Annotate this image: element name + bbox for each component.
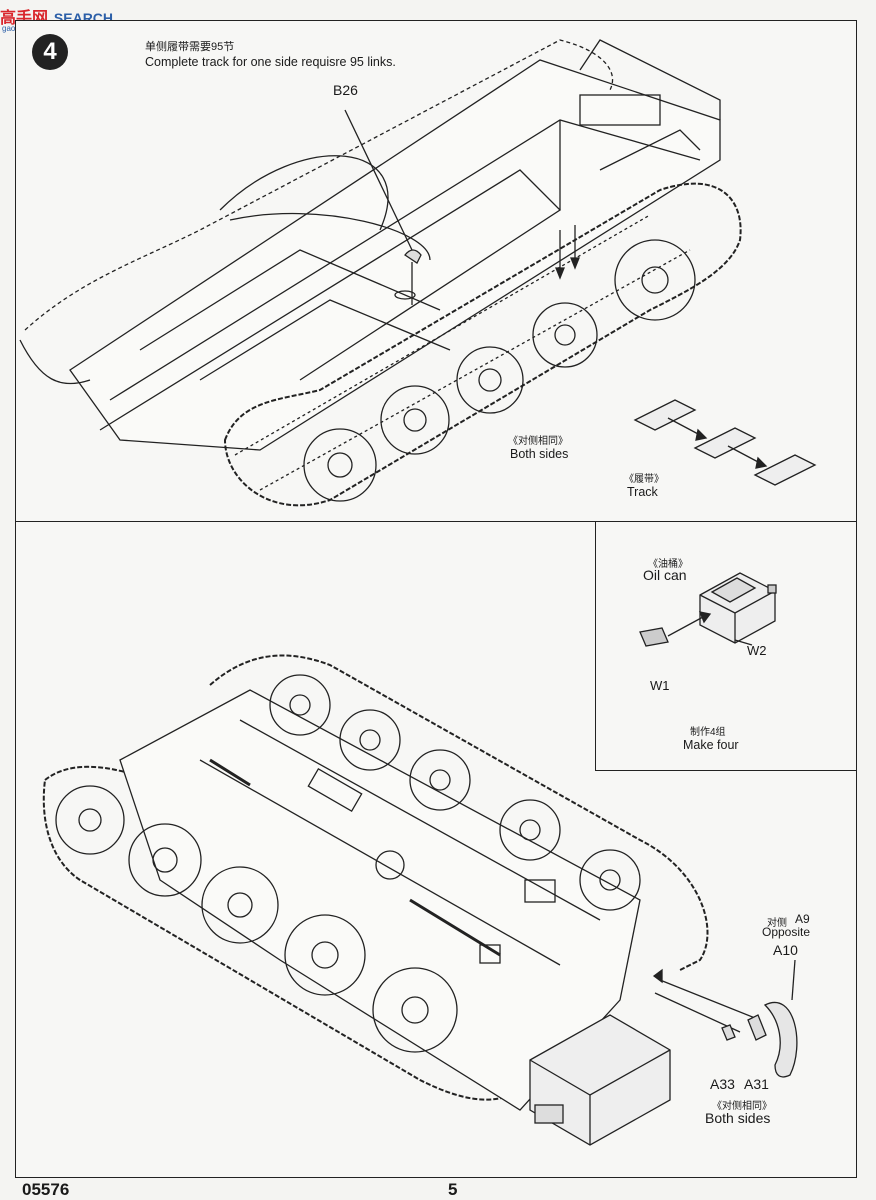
road-wheel	[614, 239, 696, 321]
road-wheel	[128, 823, 202, 897]
road-wheel	[201, 866, 279, 944]
both-sides-top-cn: 《对侧相同》	[508, 436, 568, 447]
part-label-b26: B26	[333, 82, 358, 98]
oil-can-inset	[595, 521, 857, 771]
road-wheel	[532, 302, 598, 368]
part-label-a9: A9	[795, 912, 810, 926]
road-wheel	[284, 914, 366, 996]
part-label-w2: W2	[747, 643, 767, 658]
oil-can-title-en: Oil can	[643, 567, 687, 583]
oil-can-title-cn: 《油桶》	[648, 559, 688, 570]
road-wheel	[55, 785, 125, 855]
step-number: 4	[43, 38, 57, 65]
upper-track	[209, 654, 709, 971]
both-sides-bottom-cn: 《对侧相同》	[712, 1101, 772, 1112]
make-four-en: Make four	[683, 738, 739, 752]
track-label-cn: 《履带》	[624, 474, 664, 485]
road-wheel	[372, 967, 458, 1053]
track-label-en: Track	[627, 485, 658, 499]
make-four-cn: 制作4组	[690, 727, 726, 738]
both-sides-top-en: Both sides	[510, 447, 569, 461]
track-note-cn: 单侧履带需要95节	[145, 41, 235, 53]
road-wheel	[456, 346, 524, 414]
opposite-label-en: Opposite	[762, 925, 811, 939]
road-wheel	[380, 385, 450, 455]
part-label-a33: A33	[710, 1076, 735, 1092]
road-wheel	[303, 428, 377, 502]
page-number: 5	[448, 1180, 458, 1199]
part-label-a31: A31	[744, 1076, 769, 1092]
near-track	[223, 182, 742, 507]
track-link-detail	[633, 399, 817, 486]
both-sides-bottom-en: Both sides	[705, 1110, 771, 1126]
part-label-w1: W1	[650, 678, 670, 693]
hull-body	[69, 59, 721, 451]
track-note-en: Complete track for one side requisre 95 …	[145, 55, 396, 69]
step-badge: 4	[32, 34, 68, 70]
opposite-label-cn: 对侧	[767, 918, 787, 929]
far-track	[24, 39, 614, 331]
kit-number: 05576	[22, 1180, 70, 1199]
part-label-a10: A10	[773, 942, 798, 958]
